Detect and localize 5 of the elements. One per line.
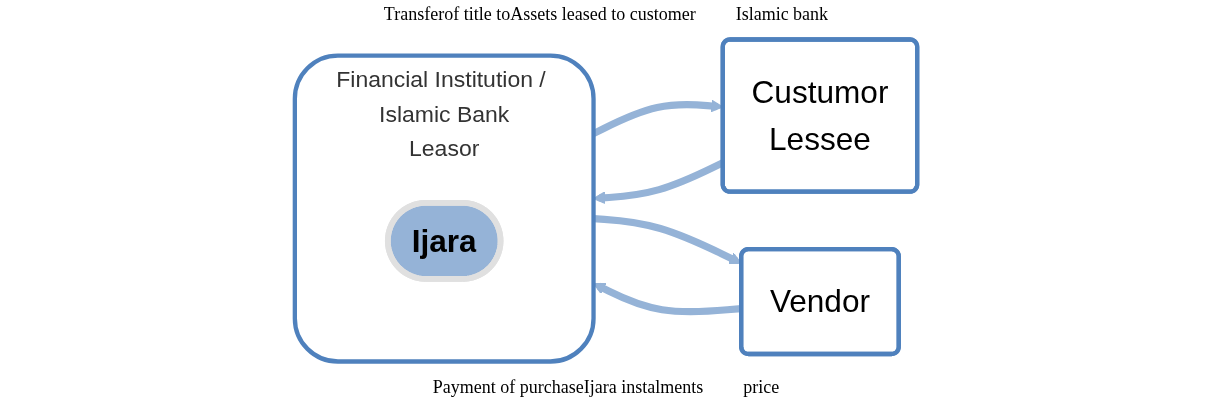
note-text: Transferof title toAssets leased to customer (383, 3, 696, 25)
arrow (593, 215, 742, 264)
note-text: Islamic bank (735, 3, 829, 25)
note-text: price (743, 376, 780, 398)
note-text: Payment of purchaseIjara instalments (432, 376, 704, 398)
